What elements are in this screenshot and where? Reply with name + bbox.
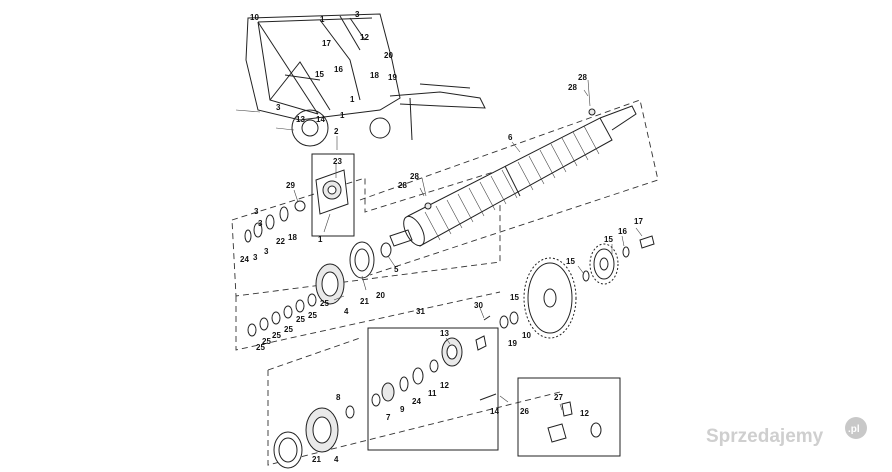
callout: 29 [286, 181, 295, 190]
overview-callout: 18 [370, 71, 379, 80]
callout: 21 [312, 455, 321, 464]
callout: 25 [284, 325, 293, 334]
callout: 23 [333, 157, 342, 166]
callout: 15 [566, 257, 575, 266]
callout: 18 [288, 233, 297, 242]
callout: 22 [276, 237, 285, 246]
kit-26-drawing [547, 401, 602, 443]
callout: 27 [554, 393, 563, 402]
sprocket-drawing [523, 235, 655, 339]
callout: 28 [410, 172, 419, 181]
callout: 15 [604, 235, 613, 244]
callout: 2 [334, 127, 339, 136]
callout: 25 [296, 315, 305, 324]
callout: 21 [360, 297, 369, 306]
callout: 28 [578, 73, 587, 82]
callout: 4 [344, 307, 349, 316]
callout: 3 [254, 207, 259, 216]
callout: 7 [386, 413, 391, 422]
callout: 3 [253, 253, 258, 262]
leader-lines [293, 79, 643, 411]
overview-callout: 1 [320, 15, 325, 24]
overview-callout: 20 [384, 51, 393, 60]
overview-callout: 13 [296, 115, 305, 124]
callout: 13 [440, 329, 449, 338]
callout: 25 [308, 311, 317, 320]
baler-overview-drawing: 10 1 3 17 12 16 15 13 14 1 20 18 19 3 1 [235, 10, 486, 147]
callout: 16 [618, 227, 627, 236]
callout: 17 [634, 217, 643, 226]
callout: 14 [490, 407, 499, 416]
overview-callout: 19 [388, 73, 397, 82]
callout: 26 [520, 407, 529, 416]
callout: 25 [256, 343, 265, 352]
callout: 28 [398, 181, 407, 190]
bearing-kit-drawing [345, 311, 519, 419]
callout: 25 [272, 331, 281, 340]
callout: 3 [258, 219, 263, 228]
callout: 24 [412, 397, 421, 406]
overview-callout: 16 [334, 65, 343, 74]
callout: 19 [508, 339, 517, 348]
callout: 25 [320, 299, 329, 308]
callout: 12 [580, 409, 589, 418]
callout: 12 [440, 381, 449, 390]
callout: 24 [240, 255, 249, 264]
callout: 31 [416, 307, 425, 316]
left-bearing-drawing [244, 169, 392, 337]
callout: 6 [508, 133, 513, 142]
overview-callout: 17 [322, 39, 331, 48]
sprzedajemy-watermark: Sprzedajemy .pl [706, 417, 867, 447]
overview-callout: 12 [360, 33, 369, 42]
overview-callout: 3 [276, 103, 281, 112]
overview-callout: 1 [340, 111, 345, 120]
callout-labels: 2 23 29 3 3 22 18 24 3 3 1 6 28 28 28 28… [240, 73, 643, 464]
overview-callout: 3 [355, 10, 360, 19]
overview-callout: 14 [316, 115, 325, 124]
callout: 30 [474, 301, 483, 310]
overview-callout: 15 [315, 70, 324, 79]
callout: 8 [336, 393, 341, 402]
callout: 20 [376, 291, 385, 300]
overview-callout: 10 [250, 13, 259, 22]
callout: 25 [262, 337, 271, 346]
group-frames [231, 99, 659, 466]
watermark-tld: .pl [848, 424, 860, 435]
callout: 9 [400, 405, 405, 414]
roller-shaft-drawing [389, 105, 637, 247]
callout: 3 [264, 247, 269, 256]
lower-bearing-drawing [273, 407, 339, 469]
watermark-brand: Sprzedajemy [706, 426, 824, 447]
callout: 11 [428, 389, 437, 398]
callout: 15 [510, 293, 519, 302]
callout: 1 [318, 235, 323, 244]
callout: 4 [334, 455, 339, 464]
callout: 5 [394, 265, 399, 274]
overview-callout: 1 [350, 95, 355, 104]
callout: 10 [522, 331, 531, 340]
callout: 28 [568, 83, 577, 92]
